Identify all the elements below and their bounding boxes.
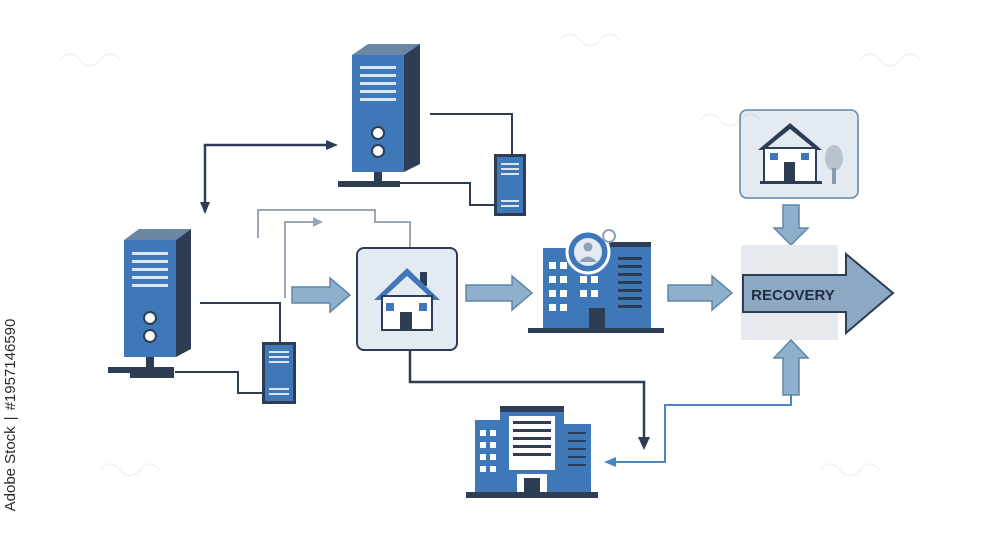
small-server-icon-left bbox=[262, 342, 296, 404]
user-badge-icon bbox=[565, 229, 616, 275]
home-icon-top-right bbox=[758, 123, 822, 184]
arrowhead-down bbox=[200, 202, 210, 214]
connector-top-server-small bbox=[430, 113, 513, 155]
connector-home-building bbox=[408, 350, 646, 440]
arrowhead-right bbox=[326, 140, 338, 150]
tree-icon bbox=[825, 145, 843, 184]
recovery-arrow bbox=[742, 251, 895, 336]
arrowhead-left-building bbox=[604, 457, 616, 467]
arrow-right-icon-3 bbox=[667, 274, 734, 312]
home-icon bbox=[374, 268, 440, 331]
small-server-icon-top bbox=[494, 154, 526, 216]
connectors bbox=[175, 113, 792, 467]
arrow-down-icon bbox=[772, 204, 810, 247]
office-building-icon-bottom bbox=[466, 406, 598, 498]
grey-loop-outer bbox=[257, 209, 411, 248]
arrowhead-down-building bbox=[638, 437, 650, 450]
arrow-up-icon bbox=[772, 338, 810, 396]
connector-recovery-building bbox=[612, 395, 792, 463]
connector-left-server-small bbox=[200, 302, 281, 345]
recovery-block: RECOVERY bbox=[741, 245, 895, 340]
stock-brand: Adobe Stock bbox=[2, 426, 19, 512]
arrow-right-icon-1 bbox=[291, 276, 352, 314]
watermark-pattern bbox=[59, 33, 921, 477]
grey-arrowhead bbox=[313, 217, 323, 227]
grey-loop-inner bbox=[284, 221, 315, 298]
server-tower-icon-top bbox=[338, 44, 420, 187]
stock-credit: Adobe Stock|#1957146590 bbox=[2, 318, 19, 512]
connector-top-base-small bbox=[398, 182, 494, 206]
connector-left-base-small bbox=[175, 371, 263, 394]
recovery-label: RECOVERY bbox=[751, 287, 835, 304]
server-tower-icon-left bbox=[108, 229, 191, 378]
home-tile bbox=[356, 247, 458, 351]
connector-top-left bbox=[203, 143, 330, 212]
arrow-right-icon-2 bbox=[465, 274, 534, 312]
stock-asset-id: #1957146590 bbox=[2, 318, 19, 411]
home-tile-top-right bbox=[739, 109, 859, 199]
office-building-icon-center bbox=[528, 229, 664, 333]
